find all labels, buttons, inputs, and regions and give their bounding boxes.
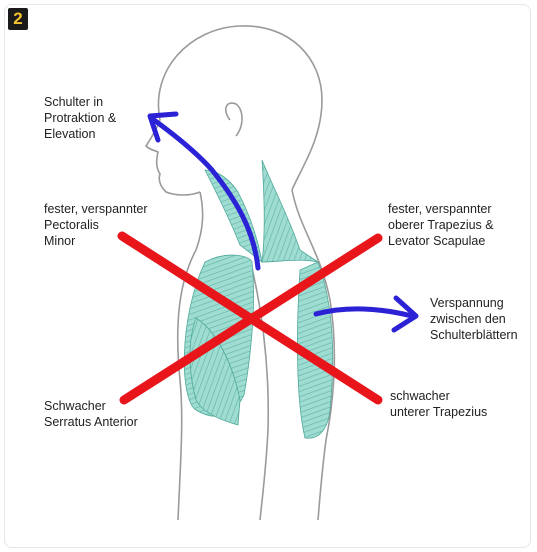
label-verspannung: Verspannung zwischen den Schulterblätter… [430,295,518,343]
label-pectoralis: fester, verspannter Pectoralis Minor [44,201,148,249]
label-protraktion: Schulter in Protraktion & Elevation [44,94,116,142]
label-serratus: Schwacher Serratus Anterior [44,398,138,430]
step-number-badge: 2 [8,8,28,30]
label-trapezius-upper: fester, verspannter oberer Trapezius & L… [388,201,494,249]
trapezius-upper-muscle [262,160,318,262]
label-trapezius-lower: schwacher unterer Trapezius [390,388,487,420]
